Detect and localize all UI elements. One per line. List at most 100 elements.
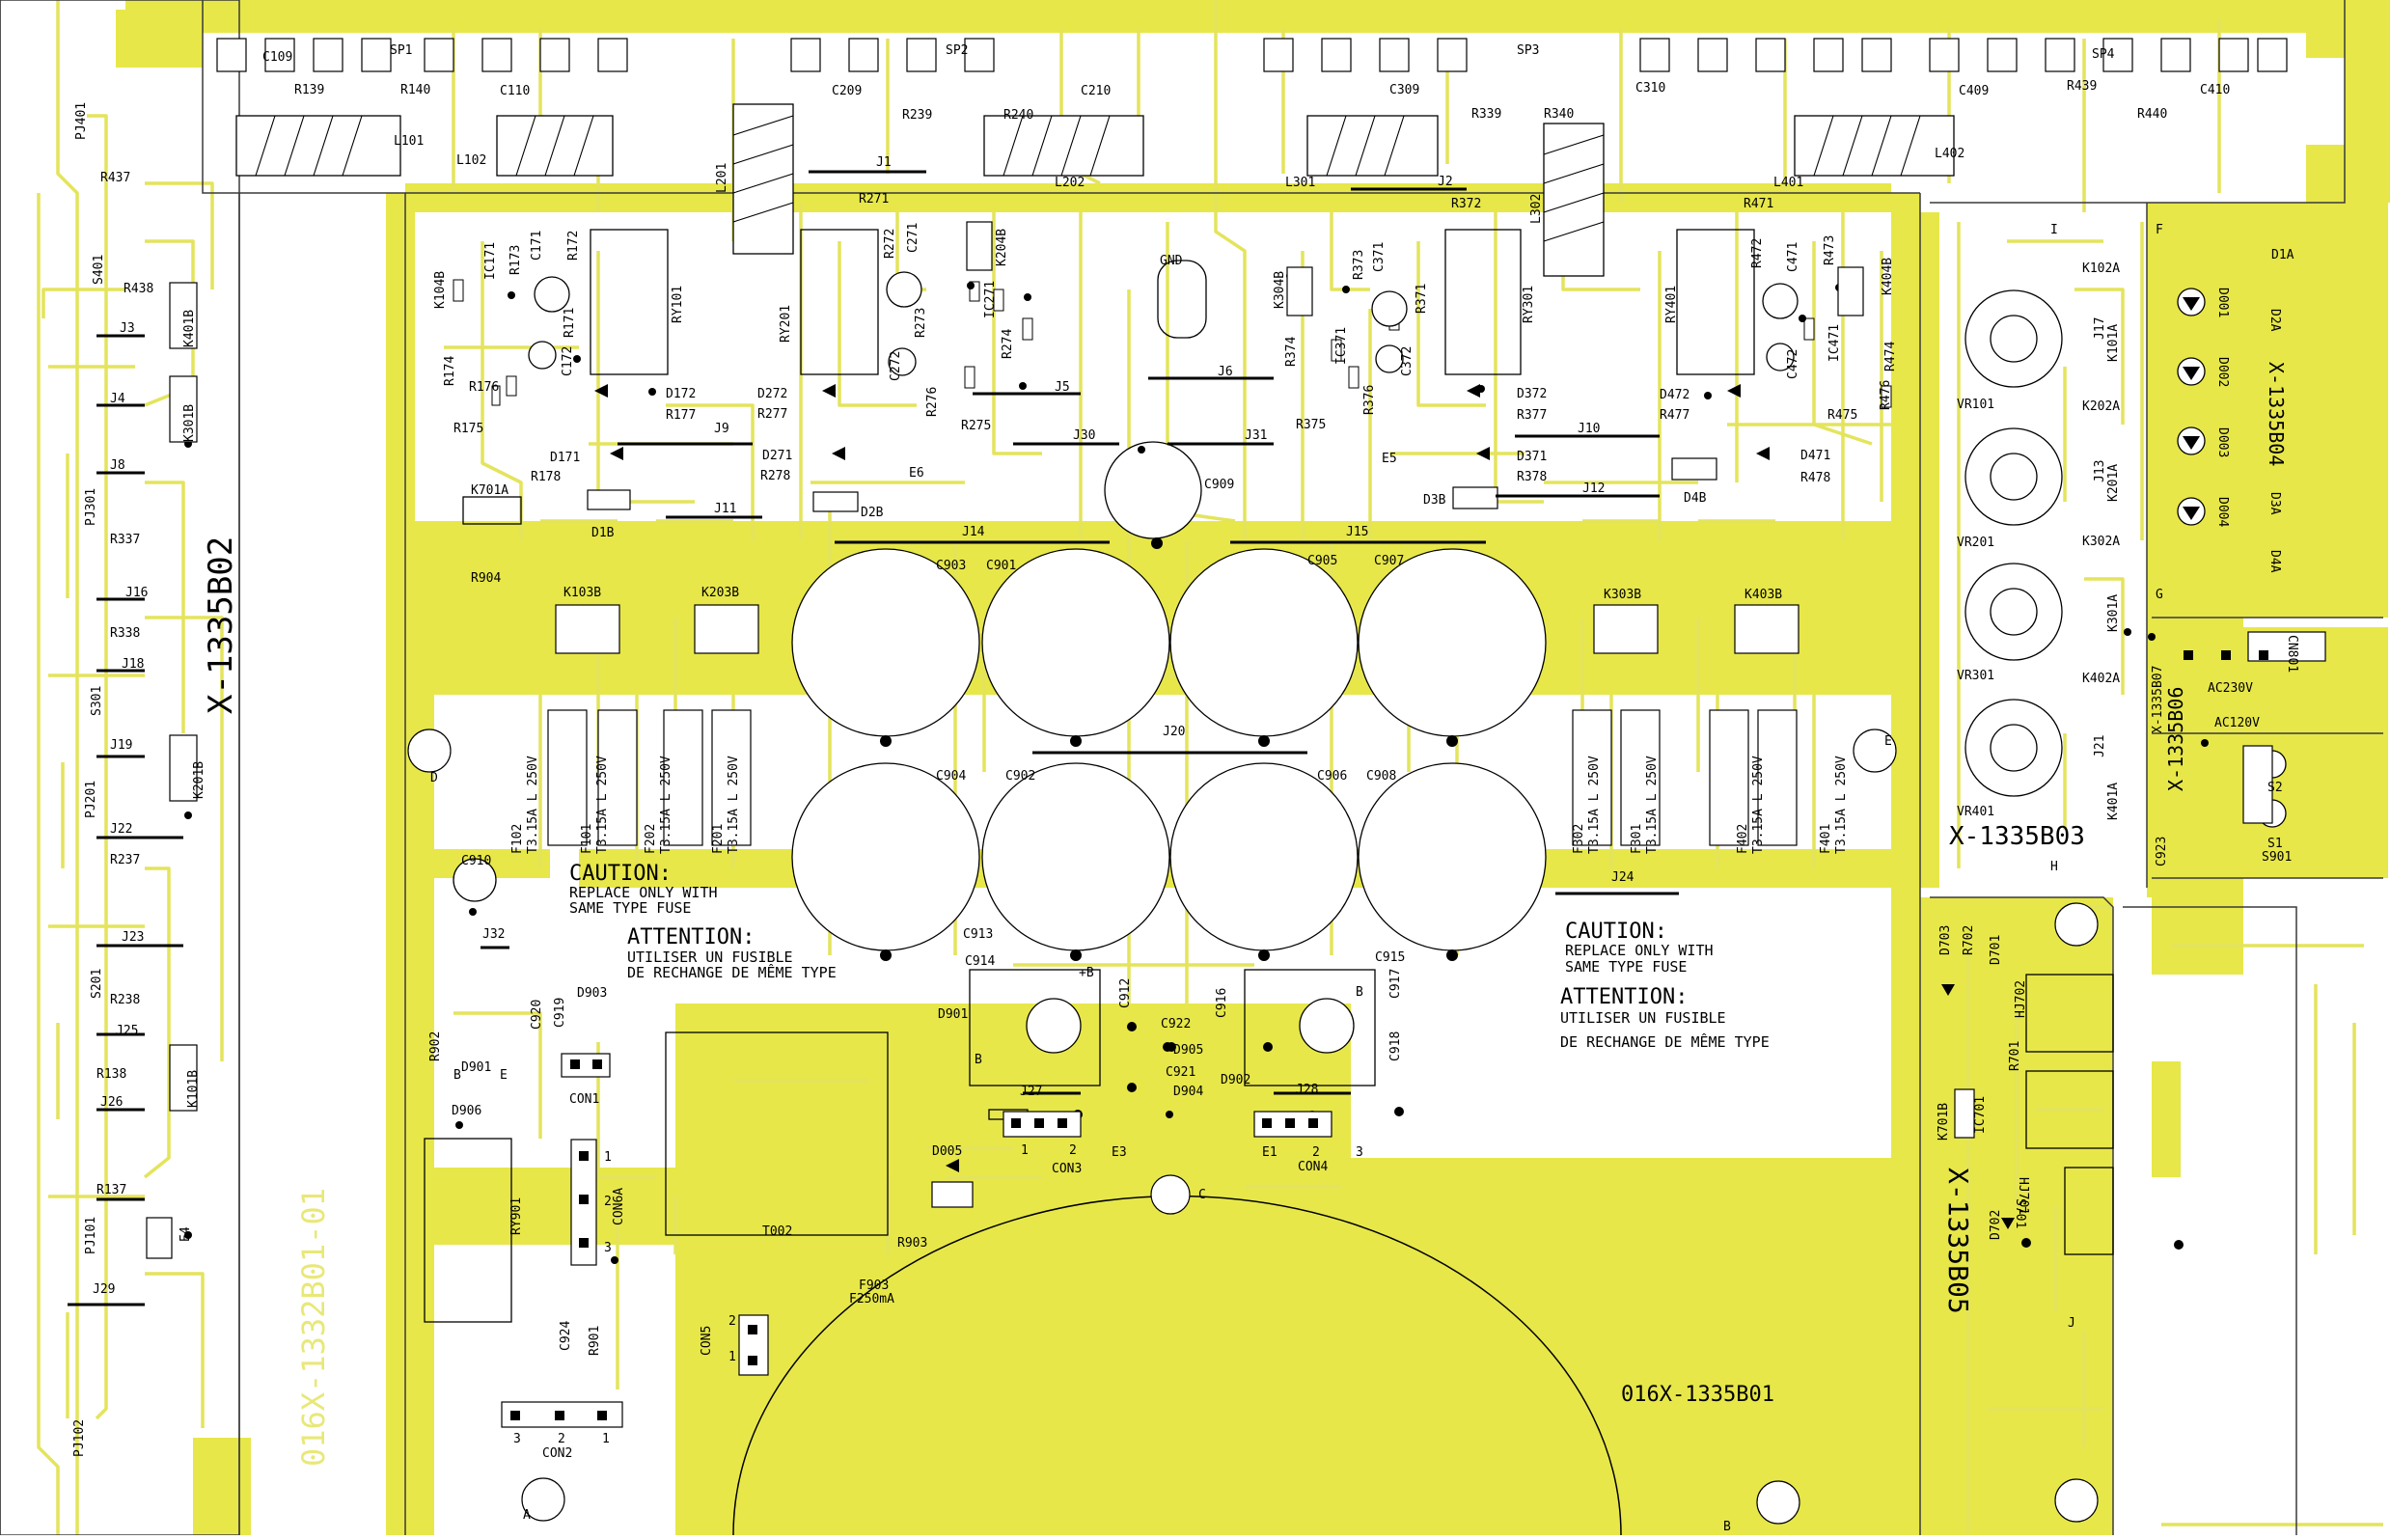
label-j4: J4 <box>110 392 125 406</box>
label-r702: R702 <box>1962 925 1976 955</box>
label-letter-c: C <box>1198 1188 1206 1202</box>
rating-fuse-f302: T3.15A L 250V <box>1587 756 1602 854</box>
pin-plus-b: +B <box>1079 966 1094 980</box>
label-sp4: SP4 <box>2092 47 2115 62</box>
label-fuse-f903: F903 <box>859 1279 889 1293</box>
label-k701b: K701B <box>1937 1103 1951 1141</box>
label-d903: D903 <box>577 986 607 1001</box>
caution-left-line3: SAME TYPE FUSE <box>569 899 691 917</box>
label-r339: R339 <box>1471 107 1501 122</box>
label-d001: D001 <box>2215 288 2230 317</box>
label-ic171: IC171 <box>483 242 498 280</box>
label-r377: R377 <box>1517 408 1547 423</box>
caution-left-title: CAUTION: <box>569 862 672 886</box>
label-ry201: RY201 <box>779 305 793 343</box>
label-d472: D472 <box>1660 388 1689 402</box>
label-r473: R473 <box>1823 235 1837 265</box>
label-l101: L101 <box>394 134 424 149</box>
label-r437: R437 <box>100 171 130 185</box>
label-r176: R176 <box>469 380 499 395</box>
label-r274: R274 <box>1001 329 1015 359</box>
label-k403b: K403B <box>1744 588 1782 602</box>
attention-left-line3: DE RECHANGE DE MÊME TYPE <box>627 963 837 981</box>
board-ids: X-1335B02 X-1335B03 X-1335B04 X-1335B05 … <box>202 362 2288 1467</box>
label-c921: C921 <box>1166 1065 1195 1080</box>
label-c908: C908 <box>1366 769 1396 784</box>
label-c920: C920 <box>530 1000 544 1030</box>
label-j22: J22 <box>110 822 132 837</box>
rating-fuse-f402: T3.15A L 250V <box>1751 756 1766 854</box>
label-pj102: PJ102 <box>72 1419 87 1457</box>
label-r478: R478 <box>1800 471 1830 485</box>
rating-fuse-f102: T3.15A L 250V <box>526 756 540 854</box>
label-r178: R178 <box>531 470 561 484</box>
label-c904: C904 <box>936 769 966 784</box>
label-d371: D371 <box>1517 450 1547 464</box>
label-c907: C907 <box>1374 554 1404 568</box>
label-r171: R171 <box>563 308 577 338</box>
caution-right-line3: SAME TYPE FUSE <box>1565 958 1687 976</box>
label-ic371: IC371 <box>1334 327 1349 365</box>
label-con3: CON3 <box>1052 1162 1082 1176</box>
label-e5: E5 <box>1382 452 1397 466</box>
label-vr401: VR401 <box>1957 805 1994 819</box>
label-j19: J19 <box>110 738 132 753</box>
inductor-windings <box>255 115 1921 242</box>
label-j11: J11 <box>714 502 736 516</box>
pin-2-con3: 2 <box>1069 1143 1077 1158</box>
label-d4b: D4B <box>1684 491 1707 506</box>
label-l301: L301 <box>1285 176 1315 190</box>
label-r174: R174 <box>443 356 457 386</box>
label-d1a: D1A <box>2271 248 2294 262</box>
label-ic471: IC471 <box>1827 324 1842 362</box>
rating-fuse-f301: T3.15A L 250V <box>1645 756 1660 854</box>
attention-right-title: ATTENTION: <box>1560 985 1688 1009</box>
label-j27: J27 <box>1020 1085 1042 1099</box>
label-c903: C903 <box>936 559 966 573</box>
pin-2-con6a: 2 <box>604 1195 612 1209</box>
label-c371: C371 <box>1372 242 1387 272</box>
label-d2b: D2B <box>861 506 884 520</box>
rating-fuse-f903: F250mA <box>849 1292 894 1306</box>
pin-numbers: 1 2 1 2 3 3 2 1 1 2 3 2 1 +B B B B E <box>453 966 1363 1446</box>
caution-left: CAUTION: REPLACE ONLY WITH SAME TYPE FUS… <box>569 862 837 981</box>
label-vr301: VR301 <box>1957 669 1994 683</box>
label-c902: C902 <box>1005 769 1035 784</box>
label-k201b: K201B <box>192 761 206 799</box>
label-letter-a: A <box>523 1508 531 1523</box>
label-r173: R173 <box>508 245 523 275</box>
board-id-b02: X-1335B02 <box>202 536 240 714</box>
label-j20: J20 <box>1163 725 1185 739</box>
label-r376: R376 <box>1362 385 1377 415</box>
label-d904: D904 <box>1173 1085 1203 1099</box>
label-fuse-f102: F102 <box>510 824 525 854</box>
label-c924: C924 <box>559 1321 573 1351</box>
pin-2-con5: 2 <box>728 1314 736 1329</box>
label-r238: R238 <box>110 993 140 1007</box>
label-j6: J6 <box>1218 365 1233 379</box>
label-ry401: RY401 <box>1664 286 1679 323</box>
inductors <box>235 103 1955 277</box>
label-k201a: K201A <box>2106 464 2121 502</box>
attention-left-title: ATTENTION: <box>627 925 755 949</box>
label-letter-d: D <box>430 771 438 785</box>
label-c271: C271 <box>906 223 920 253</box>
mounting-holes <box>407 729 2099 1525</box>
label-pj401: PJ401 <box>74 102 89 140</box>
capacitors <box>453 271 2287 1054</box>
label-r475: R475 <box>1827 408 1857 423</box>
rating-fuse-f201: T3.15A L 250V <box>727 756 741 854</box>
label-r138: R138 <box>96 1067 126 1082</box>
label-letter-i: I <box>2050 223 2058 237</box>
label-d902: D902 <box>1221 1073 1250 1087</box>
label-k401b: K401B <box>182 310 197 347</box>
label-r137: R137 <box>96 1183 126 1197</box>
label-c917: C917 <box>1388 969 1403 999</box>
label-fuse-f402: F402 <box>1736 824 1750 854</box>
label-r438: R438 <box>124 282 153 296</box>
board-id-b07: X-1335B07 <box>2151 666 2165 733</box>
label-c109: C109 <box>262 50 292 65</box>
label-letter-e: E <box>1884 734 1892 749</box>
label-c272: C272 <box>889 351 903 381</box>
